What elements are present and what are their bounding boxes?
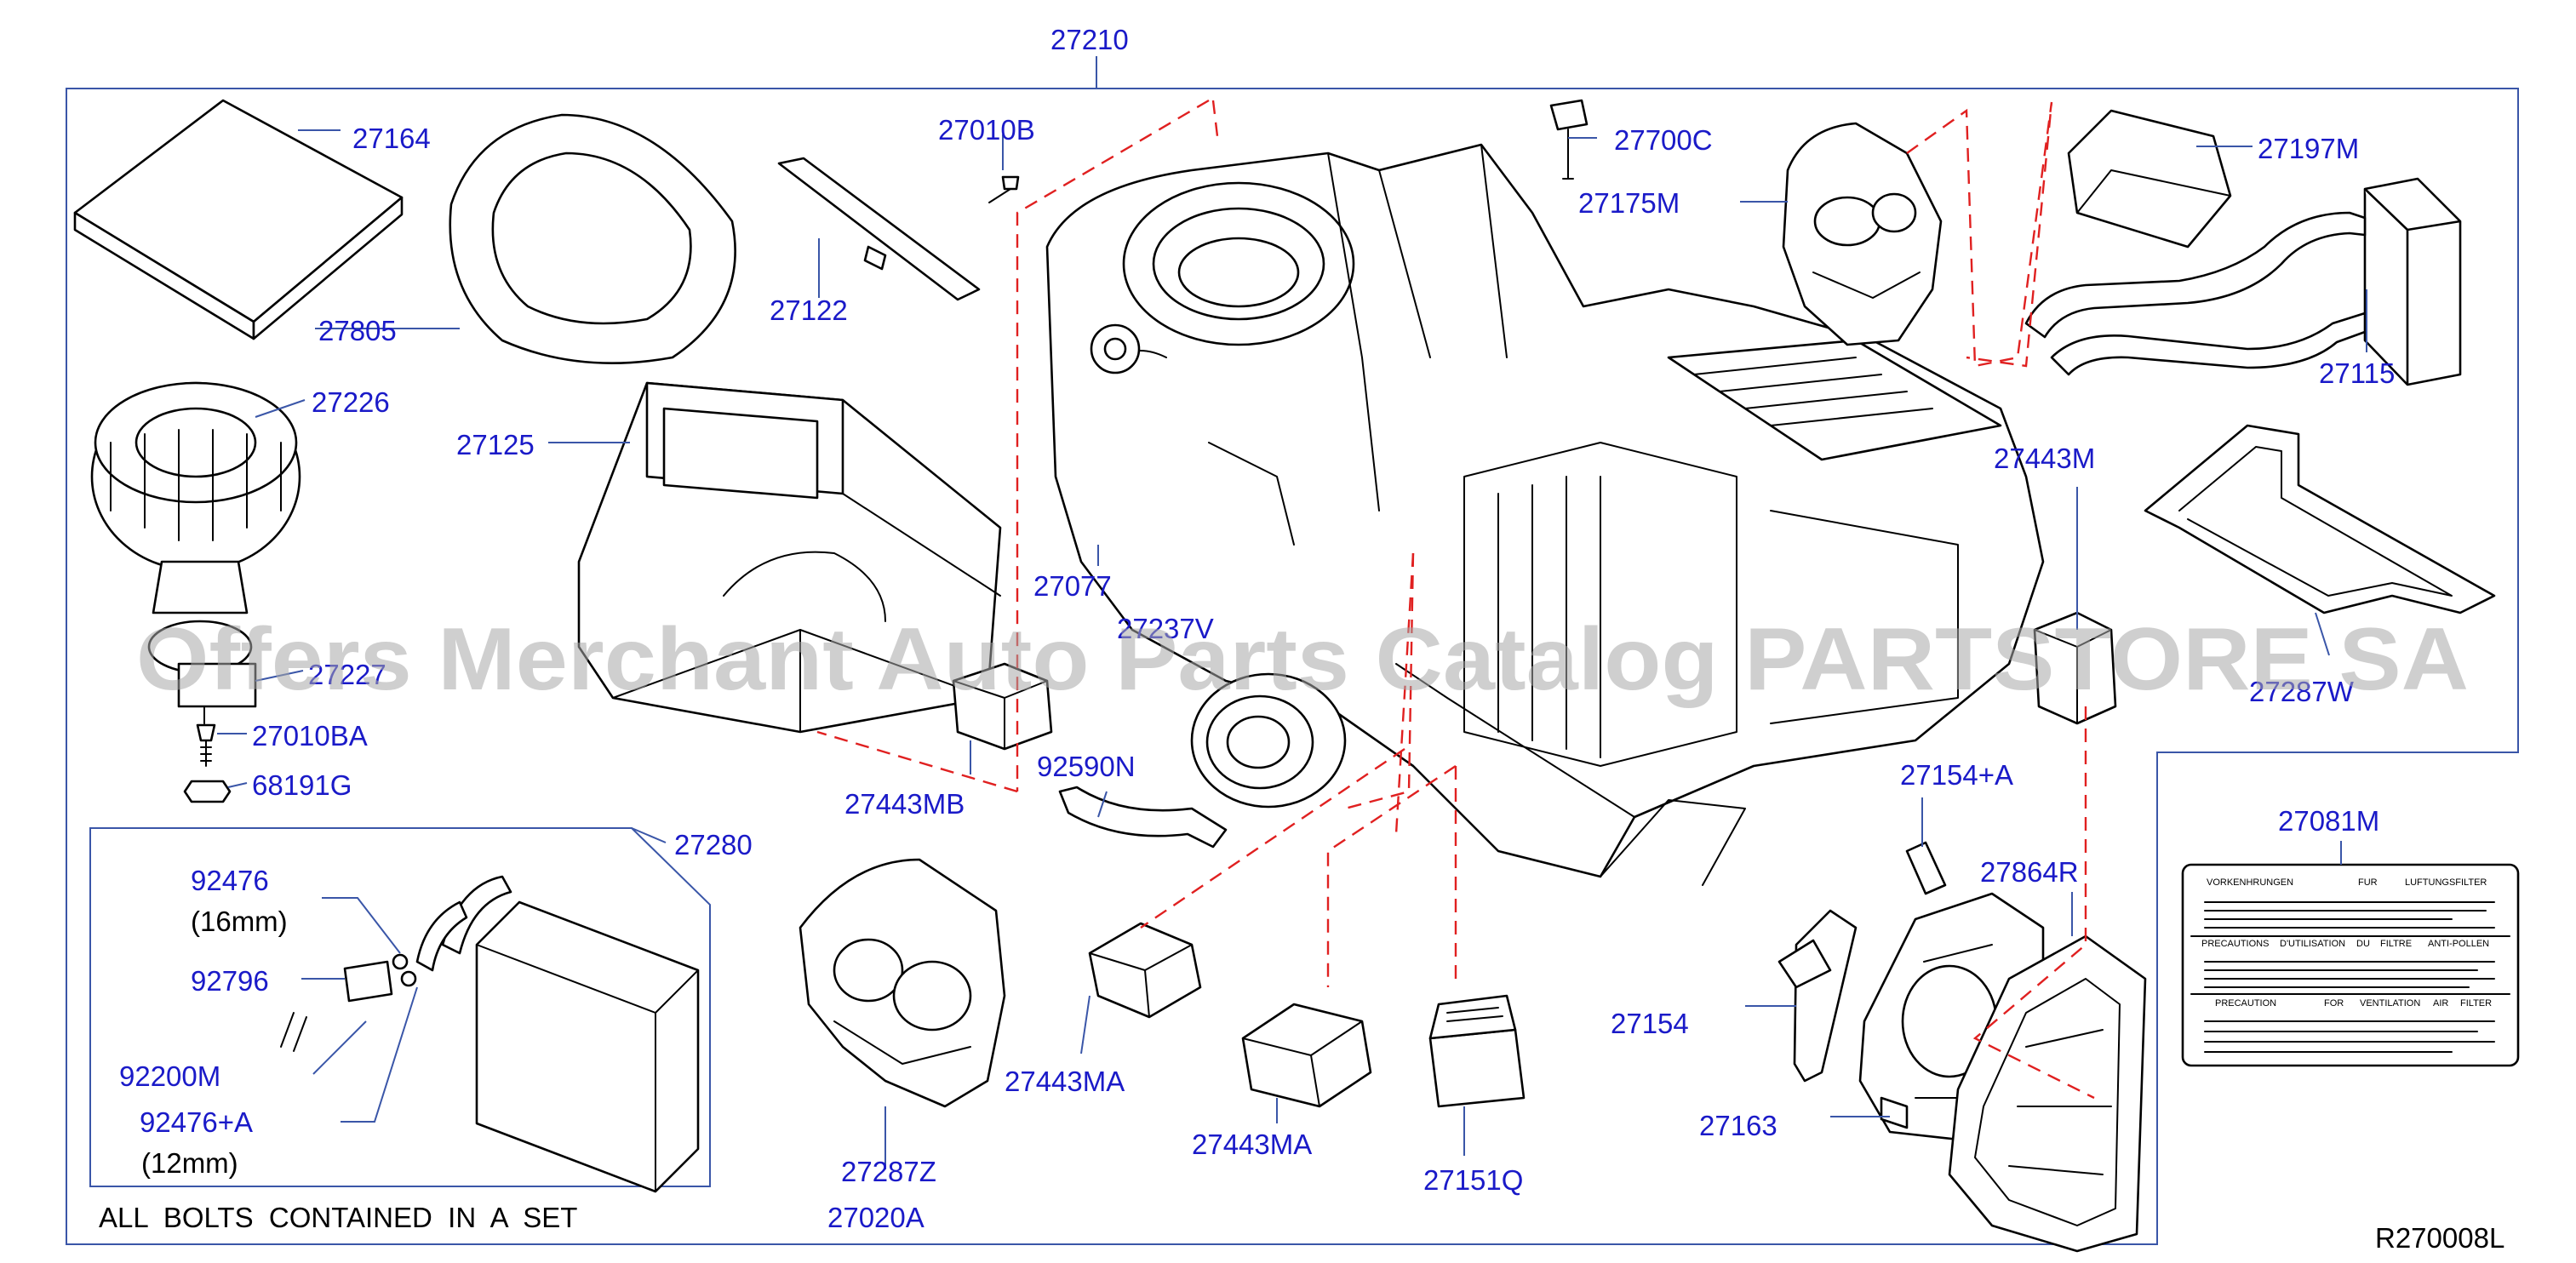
housing-cover-27864R-part bbox=[1948, 934, 2147, 1253]
label-27010BA: 27010BA bbox=[252, 720, 368, 752]
actuator-27443MA-1-part bbox=[1088, 922, 1202, 1019]
drain-hose-part bbox=[1058, 786, 1228, 849]
label-27227: 27227 bbox=[308, 659, 386, 690]
sensor-27700C-part bbox=[1549, 99, 1589, 180]
filter-label-row3-word4: AIR bbox=[2433, 998, 2448, 1009]
cabin-filter-part bbox=[73, 99, 404, 340]
bracket-27197M-part bbox=[2067, 109, 2232, 249]
label-27700C: 27700C bbox=[1614, 124, 1713, 156]
label-92476-size: (16mm) bbox=[191, 906, 288, 937]
evaporator-subframe bbox=[89, 827, 711, 1187]
evaporator-leader bbox=[631, 827, 667, 843]
mode-motor-27237V-part bbox=[1190, 672, 1347, 809]
evaporator-core-part bbox=[415, 875, 700, 1193]
label-27197M: 27197M bbox=[2258, 133, 2359, 164]
blower-motor-part bbox=[90, 381, 301, 674]
resistor-27151Q-part bbox=[1428, 994, 1526, 1108]
reference-code: R270008L bbox=[2375, 1222, 2504, 1254]
label-27237V: 27237V bbox=[1117, 613, 1214, 644]
filter-caution-label: VORKENHRUNGEN FUR LUFTUNGSFILTER PRECAUT… bbox=[2181, 863, 2520, 1067]
filter-label-row3-word1: PRECAUTION bbox=[2215, 998, 2276, 1009]
label-27443MA-2: 27443MA bbox=[1192, 1129, 1312, 1160]
label-92476A-size: (12mm) bbox=[141, 1147, 238, 1179]
actuator-27443MA-2-part bbox=[1241, 1003, 1372, 1108]
label-27077: 27077 bbox=[1033, 570, 1112, 602]
label-27125: 27125 bbox=[456, 429, 535, 460]
filter-label-row2-word5: ANTI-POLLEN bbox=[2428, 939, 2489, 949]
label-27010B: 27010B bbox=[938, 114, 1035, 146]
evaporator-kit-note: ALL BOLTS CONTAINED IN A SET bbox=[99, 1202, 577, 1233]
bolts-92796-part bbox=[280, 1012, 307, 1052]
leader-lines bbox=[217, 129, 2367, 1169]
gasket-27287Z-part bbox=[799, 858, 1006, 1108]
filter-label-row2-word4: FILTRE bbox=[2380, 939, 2412, 949]
label-27163: 27163 bbox=[1699, 1110, 1777, 1141]
alignment-lines bbox=[816, 99, 2095, 1100]
label-27154A: 27154+A bbox=[1900, 759, 2013, 791]
label-27151Q: 27151Q bbox=[1423, 1164, 1523, 1196]
small-resistor-part bbox=[177, 662, 257, 724]
link-arm-27154-part bbox=[1777, 909, 1858, 1083]
heater-core-part bbox=[2024, 177, 2462, 386]
filter-label-row2-word3: DU bbox=[2356, 939, 2370, 949]
screw-27010B-part bbox=[988, 175, 1020, 203]
filter-label-row3-word5: FILTER bbox=[2460, 998, 2492, 1009]
label-92200M: 92200M bbox=[119, 1060, 220, 1092]
label-27226: 27226 bbox=[312, 386, 390, 418]
intake-housing-part bbox=[577, 381, 1002, 734]
filter-label-row1-word2: FUR bbox=[2358, 877, 2378, 888]
label-27443MA-1: 27443MA bbox=[1005, 1066, 1125, 1097]
label-27175M: 27175M bbox=[1578, 187, 1680, 219]
actuator-27443M-part bbox=[2033, 611, 2117, 725]
label-27115: 27115 bbox=[2319, 357, 2395, 389]
label-27287Z: 27287Z bbox=[841, 1156, 936, 1187]
assembly-frame bbox=[66, 88, 2519, 1245]
label-68191G: 68191G bbox=[252, 769, 352, 801]
label-92590N: 92590N bbox=[1037, 751, 1136, 782]
clip-68191G-part bbox=[183, 780, 232, 803]
clip-27154A-part bbox=[1905, 841, 1947, 895]
duct-27175M-part bbox=[1782, 122, 1943, 346]
filter-label-row3-word3: VENTILATION bbox=[2360, 998, 2420, 1009]
label-92476A: 92476+A bbox=[140, 1106, 253, 1138]
filter-label-row2-word1: PRECAUTIONS bbox=[2201, 939, 2269, 949]
label-92796: 92796 bbox=[191, 965, 269, 997]
screw-27010BA-part bbox=[196, 723, 216, 767]
actuator-27443MB-part bbox=[952, 662, 1053, 751]
seal-strip-part bbox=[777, 157, 981, 301]
label-27287W: 27287W bbox=[2249, 676, 2355, 707]
filter-label-row2-word2: D'UTILISATION bbox=[2280, 939, 2345, 949]
label-27081M: 27081M bbox=[2278, 805, 2379, 837]
label-27154: 27154 bbox=[1611, 1008, 1689, 1039]
label-27280: 27280 bbox=[674, 829, 753, 860]
label-27443M: 27443M bbox=[1994, 443, 2095, 474]
filter-seal-part bbox=[449, 113, 736, 364]
label-27210: 27210 bbox=[1050, 24, 1129, 55]
expansion-valve-92200M-part bbox=[343, 953, 417, 1003]
label-27443MB: 27443MB bbox=[844, 788, 965, 820]
label-27864R: 27864R bbox=[1980, 856, 2079, 888]
filter-label-row1-word1: VORKENHRUNGEN bbox=[2207, 877, 2293, 888]
label-27020A: 27020A bbox=[827, 1202, 924, 1233]
label-92476: 92476 bbox=[191, 865, 269, 896]
seal-27287W-part bbox=[2144, 424, 2496, 614]
watermark: Offers Merchant Auto Parts Catalog PARTS… bbox=[136, 610, 2469, 709]
filter-label-row3-word2: FOR bbox=[2324, 998, 2344, 1009]
label-27122: 27122 bbox=[770, 294, 848, 326]
label-27164: 27164 bbox=[352, 123, 431, 154]
label-27805: 27805 bbox=[318, 315, 397, 346]
filter-label-row1-word3: LUFTUNGSFILTER bbox=[2405, 877, 2487, 888]
